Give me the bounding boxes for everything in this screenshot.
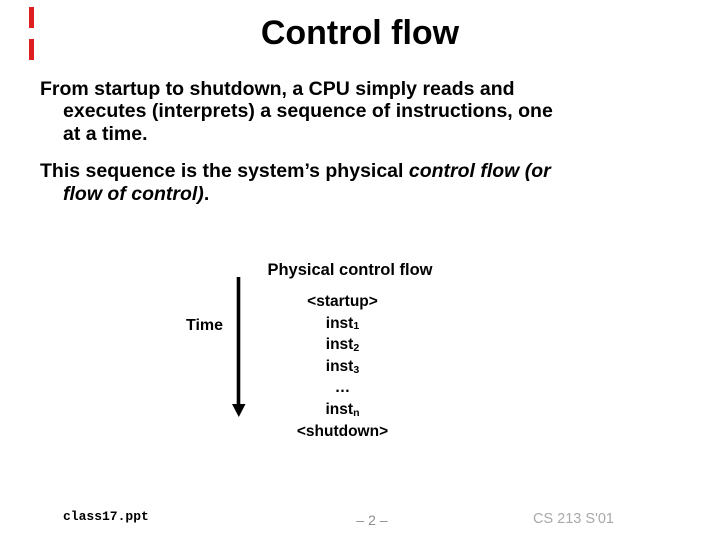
instruction-item: <startup> (307, 293, 378, 310)
body-line: This sequence is the system’s physical c… (0, 160, 690, 182)
instruction-sequence: <startup> inst1 inst2 inst3 … instn <shutdown> (240, 291, 445, 442)
body-line: at a time. (0, 123, 690, 145)
diagram-heading: Physical control flow (267, 261, 433, 279)
body-line: From startup to shutdown, a CPU simply r… (0, 78, 690, 100)
instruction-item: inst2 (325, 336, 360, 355)
plain-text: This sequence is the system’s physical (40, 160, 409, 183)
time-arrow-icon (232, 277, 246, 417)
footer-page-number: – 2 – (356, 512, 388, 528)
red-corner-mark-top (29, 7, 34, 28)
instruction-item: … (334, 379, 351, 397)
emphasized-text: flow of control) (63, 182, 204, 205)
emphasized-text: control flow (or (408, 160, 551, 183)
page-title: Control flow (260, 14, 460, 52)
body-line: flow of control). (0, 183, 690, 205)
instruction-item: <shutdown> (296, 422, 389, 440)
body-paragraph: This sequence is the system’s physical c… (0, 160, 690, 205)
instruction-subscript: 2 (353, 342, 360, 355)
body-text: From startup to shutdown, a CPU simply r… (0, 78, 690, 205)
body-paragraph: From startup to shutdown, a CPU simply r… (0, 78, 690, 145)
plain-text: . (203, 182, 210, 205)
footer-course-label: CS 213 S'01 (533, 511, 614, 527)
red-corner-mark-bottom (29, 39, 34, 60)
instruction-subscript: 1 (353, 320, 360, 333)
time-label: Time (186, 317, 224, 334)
instruction-item: inst1 (325, 314, 360, 333)
instruction-item: inst3 (325, 357, 360, 376)
plain-text: at a time. (63, 122, 148, 145)
instruction-subscript: n (353, 406, 360, 419)
footer-filename: class17.ppt (63, 509, 149, 524)
plain-text: From startup to shutdown, a CPU simply r… (40, 78, 515, 100)
instruction-item: instn (325, 400, 360, 419)
plain-text: executes (interprets) a sequence of inst… (63, 100, 553, 123)
body-line: executes (interprets) a sequence of inst… (0, 100, 690, 122)
instruction-subscript: 3 (353, 363, 360, 376)
